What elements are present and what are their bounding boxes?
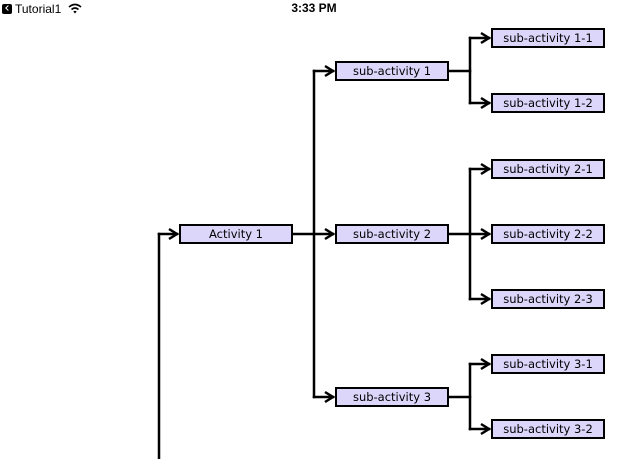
sub-activity-node[interactable]: sub-activity 2 — [335, 224, 449, 244]
arrowhead-icon — [168, 227, 180, 241]
arrowhead-icon — [324, 390, 336, 404]
sub-sub-activity-node[interactable]: sub-activity 2-1 — [491, 159, 605, 179]
back-chevron-icon — [2, 3, 12, 14]
sub-sub-activity-node[interactable]: sub-activity 3-1 — [491, 354, 605, 374]
arrowhead-icon — [480, 357, 492, 371]
arrowhead-icon — [480, 31, 492, 45]
sub-sub-activity-node[interactable]: sub-activity 1-2 — [491, 93, 605, 113]
sub-sub-activity-node[interactable]: sub-activity 3-2 — [491, 419, 605, 439]
arrowhead-icon — [480, 227, 492, 241]
arrowhead-icon — [324, 64, 336, 78]
arrowhead-icon — [480, 96, 492, 110]
arrowhead-icon — [480, 162, 492, 176]
back-app-label: Tutorial1 — [15, 1, 62, 16]
wifi-icon — [68, 3, 82, 14]
arrowhead-icon — [480, 292, 492, 306]
activity-node-root[interactable]: Activity 1 — [179, 224, 293, 244]
sub-sub-activity-node[interactable]: sub-activity 1-1 — [491, 28, 605, 48]
arrowhead-icon — [324, 227, 336, 241]
sub-activity-node[interactable]: sub-activity 1 — [335, 61, 449, 81]
status-time: 3:33 PM — [291, 1, 337, 15]
status-bar: Tutorial1 3:33 PM — [0, 0, 628, 18]
sub-activity-node[interactable]: sub-activity 3 — [335, 387, 449, 407]
sub-sub-activity-node[interactable]: sub-activity 2-2 — [491, 224, 605, 244]
back-to-app-button[interactable]: Tutorial1 — [2, 1, 82, 16]
sub-sub-activity-node[interactable]: sub-activity 2-3 — [491, 289, 605, 309]
arrowhead-icon — [480, 422, 492, 436]
